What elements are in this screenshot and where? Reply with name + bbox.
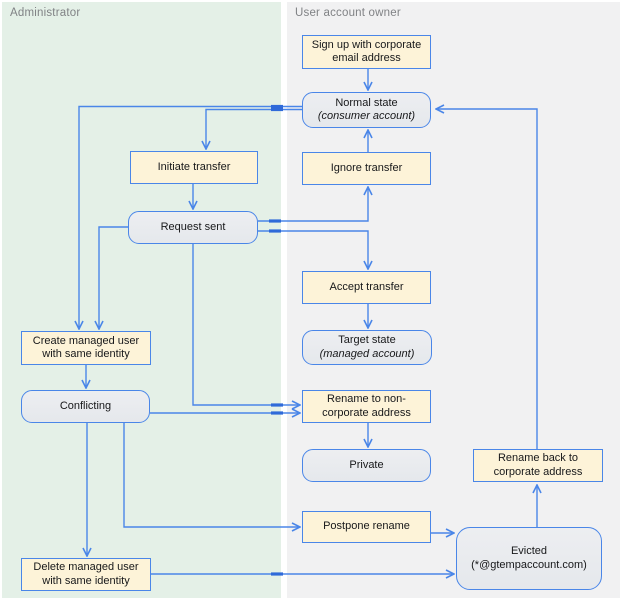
node-label: Rename to non-: [327, 393, 406, 405]
node-sublabel: (managed account): [319, 347, 415, 360]
node-label: Rename back to: [497, 452, 579, 464]
node-request-sent: Request sent: [128, 211, 258, 244]
node-label: Private: [349, 458, 384, 471]
lane-label-user-account-owner: User account owner: [295, 7, 401, 19]
node-label: email address: [332, 52, 401, 64]
node-label: Initiate transfer: [157, 160, 231, 173]
node-create-managed-user: Create managed user with same identity: [21, 331, 151, 365]
node-ignore-transfer: Ignore transfer: [302, 152, 431, 185]
node-label: with same identity: [42, 574, 130, 587]
node-accept-transfer: Accept transfer: [302, 271, 431, 304]
node-label: Accept transfer: [329, 280, 404, 293]
node-label: Normal state: [335, 96, 398, 109]
node-postpone-rename: Postpone rename: [302, 511, 431, 543]
node-label: Ignore transfer: [330, 161, 403, 174]
node-label: Postpone rename: [323, 520, 410, 533]
node-label: Request sent: [160, 220, 226, 233]
node-label: Delete managed user: [33, 561, 139, 573]
node-sublabel: (*@gtempaccount.com): [471, 558, 587, 571]
node-label: with same identity: [42, 348, 130, 360]
node-rename-to-non-corporate: Rename to non- corporate address: [302, 390, 431, 423]
node-conflicting: Conflicting: [21, 390, 150, 423]
node-rename-back-to-corporate: Rename back to corporate address: [473, 449, 603, 482]
node-label: Evicted: [510, 545, 548, 557]
node-normal-state: Normal state (consumer account): [302, 92, 431, 128]
node-label: Target state: [338, 334, 396, 346]
lane-label-administrator: Administrator: [10, 7, 81, 19]
lane-administrator: [2, 2, 281, 598]
node-sublabel: (consumer account): [317, 110, 416, 122]
node-target-state: Target state (managed account): [302, 330, 432, 365]
node-private: Private: [302, 449, 431, 482]
node-label: Conflicting: [59, 399, 112, 412]
node-delete-managed-user: Delete managed user with same identity: [21, 558, 151, 591]
node-label: corporate address: [493, 465, 583, 478]
node-sign-up-with-corporate-email: Sign up with corporate email address: [302, 35, 431, 69]
node-initiate-transfer: Initiate transfer: [130, 151, 258, 184]
node-label: corporate address: [322, 406, 411, 419]
node-label: Sign up with corporate: [311, 38, 422, 51]
node-label: Create managed user: [32, 334, 140, 347]
node-evicted: Evicted (*@gtempaccount.com): [456, 527, 602, 590]
